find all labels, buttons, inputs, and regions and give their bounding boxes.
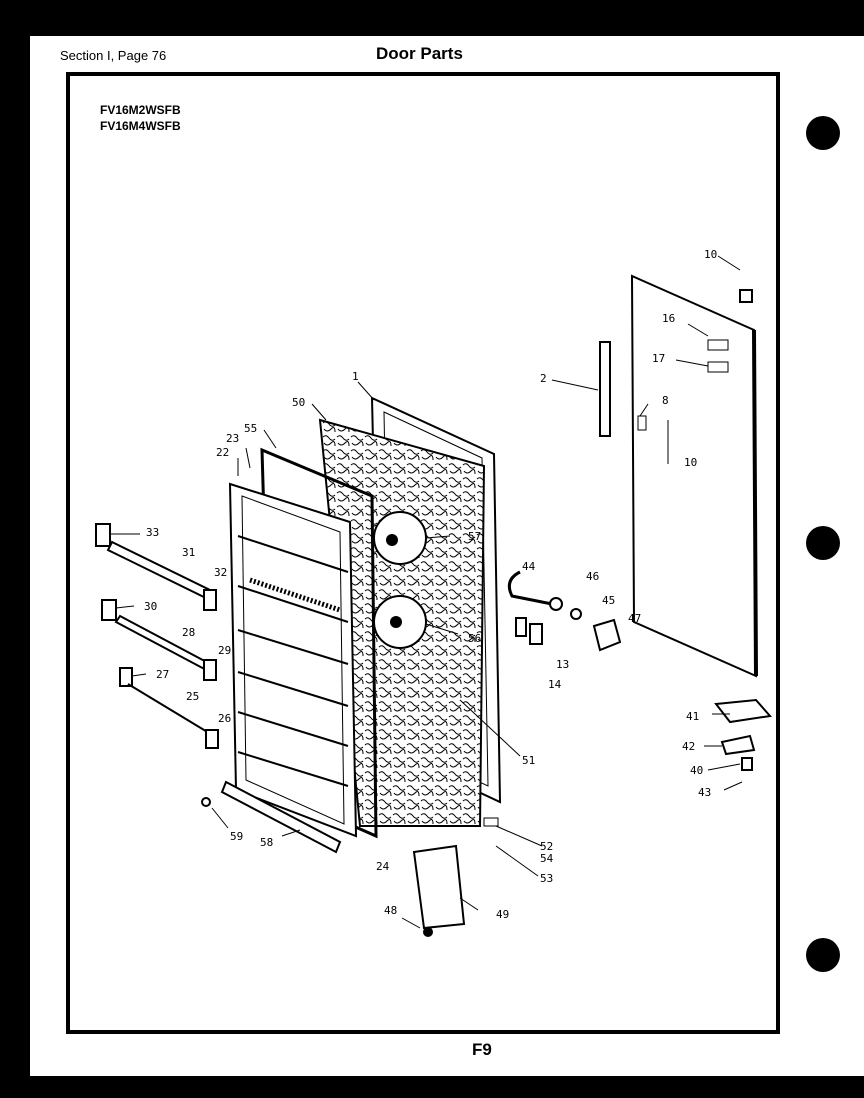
page-title: Door Parts bbox=[376, 44, 463, 63]
part-label: 51 bbox=[522, 754, 535, 767]
part-label: 1 bbox=[352, 370, 359, 383]
shelf-brackets bbox=[95, 523, 219, 749]
model-number: FV16M4WSFB bbox=[100, 119, 181, 133]
part-label: 56 bbox=[468, 632, 481, 645]
binder-hole bbox=[806, 116, 840, 150]
part-label: 47 bbox=[628, 612, 641, 625]
hinge-cover bbox=[201, 797, 499, 937]
detail-circle bbox=[373, 511, 427, 565]
outer-door-panel bbox=[630, 274, 758, 678]
part-label: 41 bbox=[686, 710, 699, 723]
part-label: 31 bbox=[182, 546, 195, 559]
part-label: 13 bbox=[556, 658, 569, 671]
part-label: 30 bbox=[144, 600, 157, 613]
part-label: 40 bbox=[690, 764, 703, 777]
part-label: 23 bbox=[226, 432, 239, 445]
binder-hole bbox=[806, 526, 840, 560]
part-label: 32 bbox=[214, 566, 227, 579]
part-label: 57 bbox=[468, 530, 481, 543]
model-list: FV16M2WSFB FV16M4WSFB bbox=[100, 102, 181, 134]
binder-hole bbox=[806, 938, 840, 972]
part-labels: 1 2 8 10 10 13 14 16 17 22 23 24 25 26 2… bbox=[144, 248, 717, 921]
part-label: 22 bbox=[216, 446, 229, 459]
part-label: 53 bbox=[540, 872, 553, 885]
part-label: 10 bbox=[684, 456, 697, 469]
part-label: 16 bbox=[662, 312, 675, 325]
part-label: 50 bbox=[292, 396, 305, 409]
part-label: 26 bbox=[218, 712, 231, 725]
part-label: 43 bbox=[698, 786, 711, 799]
model-number: FV16M2WSFB bbox=[100, 103, 181, 117]
part-label: 33 bbox=[146, 526, 159, 539]
part-label: 2 bbox=[540, 372, 547, 385]
part-label: 24 bbox=[376, 860, 390, 873]
part-label: 28 bbox=[182, 626, 195, 639]
part-label: 45 bbox=[602, 594, 615, 607]
part-label: 10 bbox=[704, 248, 717, 261]
part-label: 54 bbox=[540, 852, 554, 865]
part-label: 17 bbox=[652, 352, 665, 365]
part-label: 14 bbox=[548, 678, 562, 691]
part-label: 48 bbox=[384, 904, 397, 917]
bottom-trim bbox=[220, 780, 342, 854]
part-label: 59 bbox=[230, 830, 243, 843]
part-label: 58 bbox=[260, 836, 273, 849]
page-footer: F9 bbox=[472, 1040, 492, 1059]
part-label: 25 bbox=[186, 690, 199, 703]
part-label: 8 bbox=[662, 394, 669, 407]
part-label: 29 bbox=[218, 644, 231, 657]
handle-parts bbox=[507, 341, 647, 652]
leader-lines bbox=[110, 255, 743, 929]
part-label: 52 bbox=[540, 840, 553, 853]
hinge-parts bbox=[714, 289, 772, 771]
part-label: 42 bbox=[682, 740, 695, 753]
section-page-label: Section I, Page 76 bbox=[60, 48, 167, 63]
part-label: 27 bbox=[156, 668, 169, 681]
part-label: 46 bbox=[586, 570, 599, 583]
part-label: 55 bbox=[244, 422, 257, 435]
part-label: 44 bbox=[522, 560, 536, 573]
part-label: 49 bbox=[496, 908, 509, 921]
inner-liner bbox=[228, 482, 358, 838]
